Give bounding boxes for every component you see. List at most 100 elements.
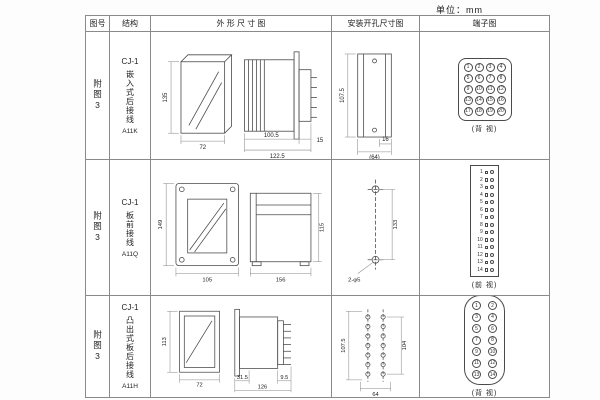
- terminal-screw-icon: [484, 260, 489, 264]
- terminal-circle: 11: [485, 84, 495, 94]
- terminal-circle: 7: [485, 73, 495, 83]
- outline-drawing-a11h: 113 72 31.5 9.5 126: [162, 308, 292, 393]
- terminal-hole-icon: [490, 252, 495, 257]
- terminal-circle: 16: [496, 95, 506, 105]
- terminal-number: 6: [479, 206, 483, 213]
- dim-body-length-label: 100.5: [264, 133, 280, 139]
- mount-type-label: 板前接线: [125, 210, 135, 247]
- terminal-number: 13: [477, 259, 483, 266]
- terminal-circle: 2: [474, 62, 484, 72]
- terminal-number: 11: [477, 244, 483, 251]
- install-cell-row1: 107.5 16 (64): [332, 32, 420, 160]
- model-label: CJ-1: [121, 303, 139, 312]
- dim-height-label: 113: [162, 337, 168, 346]
- terminal-screw-icon: [484, 193, 489, 197]
- terminal-hole-icon: [490, 215, 495, 220]
- terminal-screw-icon: [484, 253, 489, 257]
- terminal-screw-icon: [484, 238, 489, 242]
- dim-stud-label: 31.5: [237, 375, 248, 381]
- dim-hole-span-label: 133: [393, 220, 399, 230]
- relay-side-view: [249, 192, 312, 267]
- fig-no-row1: 附图3: [86, 32, 110, 160]
- terminal-circle: 6: [488, 324, 497, 333]
- terminal-circle: 9: [463, 84, 473, 94]
- outline-cell-row3: 113 72 31.5 9.5 126: [151, 296, 332, 397]
- structure-row2: CJ-1 板前接线 A11Q: [110, 160, 151, 296]
- terminal-number: 5: [479, 199, 483, 206]
- terminal-number: 14: [477, 266, 483, 273]
- terminal-number: 4: [479, 191, 483, 198]
- terminal-screw-icon: [484, 208, 489, 212]
- terminal-circle: 6: [474, 73, 484, 83]
- model-code: A11Q: [121, 250, 139, 258]
- terminal-hole-icon: [490, 192, 495, 197]
- terminal-row: 12: [475, 252, 495, 258]
- install-drawing-a11q: 133 2-φ5: [348, 179, 399, 283]
- terminal-row: 7: [475, 214, 495, 220]
- terminal-row: 13: [475, 259, 495, 265]
- terminal-hole-icon: [490, 177, 495, 182]
- terminal-circle: 4: [488, 312, 497, 322]
- terminal-number: 10: [477, 236, 483, 243]
- terminal-hole-icon: [490, 260, 495, 265]
- dim-side-height-label: 115: [320, 222, 326, 232]
- install-cell-row2: 133 2-φ5: [332, 160, 420, 296]
- outline-drawing-a11q: 149 105 156 115: [158, 183, 326, 283]
- model-code: A11K: [122, 127, 138, 135]
- dimension-table: 图号 结构 外 形 尺 寸 图 安装开孔尺寸图 端子图 附图3 CJ-1 嵌入式…: [85, 15, 550, 398]
- terminal-circle: 13: [472, 370, 481, 379]
- panel-cutout: [357, 53, 392, 138]
- terminal-row: 5: [475, 199, 495, 205]
- terminal-circle: 19: [485, 106, 495, 116]
- dim-flange-label: 15: [317, 138, 324, 144]
- terminal-screw-icon: [484, 230, 489, 234]
- mounting-holes: [367, 179, 384, 270]
- terminal-circle: 18: [474, 106, 484, 116]
- terminal-row: 11: [475, 244, 495, 250]
- fig-no-row2: 附图3: [86, 160, 110, 296]
- terminal-circle: 20: [496, 106, 506, 116]
- terminal-row: 2: [475, 177, 495, 183]
- dim-overall-label: 126: [258, 384, 268, 390]
- header-outline-dims: 外 形 尺 寸 图: [151, 16, 332, 32]
- terminal-circle: 8: [488, 335, 497, 345]
- terminal-hole-icon: [490, 237, 495, 242]
- terminal-circle: 14: [488, 370, 497, 379]
- terminal-row: 9: [475, 229, 495, 235]
- terminal-circle: 2: [488, 301, 497, 310]
- header-install-dims: 安装开孔尺寸图: [332, 16, 420, 32]
- mount-type-label: 凸出式板后接线: [125, 316, 135, 379]
- terminal-circle: 3: [472, 312, 481, 322]
- terminal-circle: 1: [472, 301, 481, 310]
- relay-front-view: [180, 54, 233, 134]
- install-drawing-a11k: 107.5 16 (64): [340, 53, 392, 159]
- terminal-hole-icon: [490, 222, 495, 227]
- terminal-row: 10: [475, 237, 495, 243]
- view-caption: (背 视): [471, 125, 498, 133]
- outline-drawing-a11k: 135 72 100.5 15 122.5: [163, 51, 324, 159]
- terminal-hole-icon: [490, 200, 495, 205]
- dim-height-label: 149: [158, 220, 164, 230]
- terminal-hole-icon: [490, 207, 495, 212]
- terminal-circle: 1: [463, 62, 473, 72]
- model-label: CJ-1: [121, 197, 139, 207]
- terminal-circle: 8: [496, 73, 506, 83]
- terminal-circle: 5: [463, 73, 473, 83]
- structure-row1: CJ-1 嵌入式后接线 A11K: [110, 32, 151, 160]
- terminal-hole-icon: [490, 170, 495, 175]
- terminal-screw-icon: [484, 178, 489, 182]
- terminal-circle: 12: [488, 358, 497, 368]
- terminal-number: 3: [479, 184, 483, 191]
- relay-side-view: [234, 308, 292, 377]
- terminal-number: 12: [477, 251, 483, 258]
- terminal-number: 9: [479, 229, 483, 236]
- dim-height-label: 135: [163, 92, 169, 103]
- terminal-number: 8: [479, 221, 483, 228]
- dim-overall-label: 122.5: [270, 154, 286, 159]
- dim-width-label: 72: [199, 145, 206, 151]
- terminal-hole-icon: [490, 245, 495, 250]
- header-fig-no: 图号: [86, 16, 110, 32]
